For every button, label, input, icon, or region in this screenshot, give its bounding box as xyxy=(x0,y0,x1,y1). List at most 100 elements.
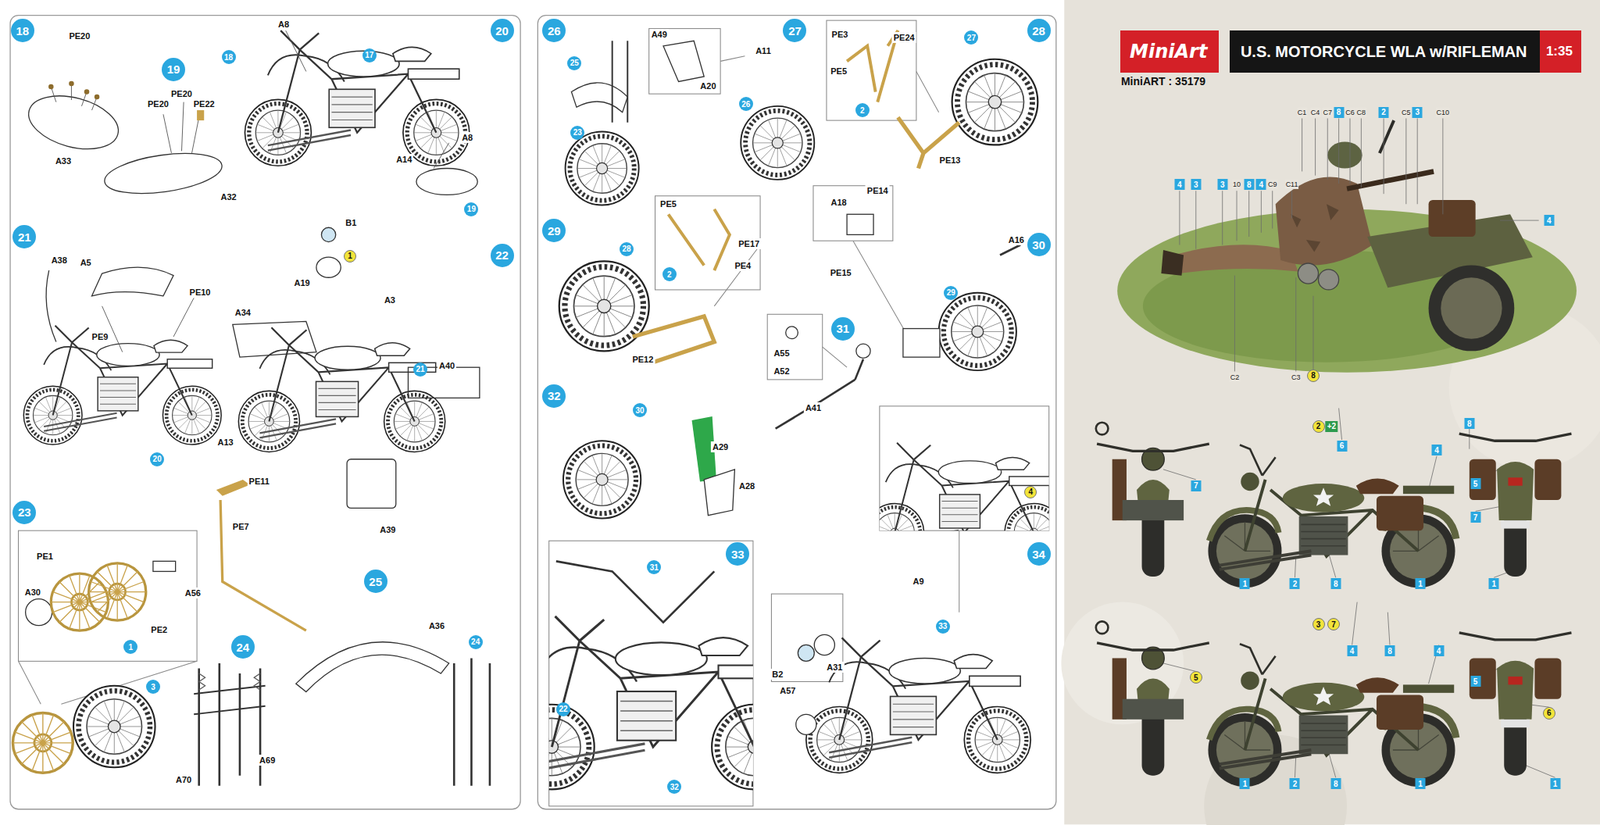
step-number: 34 xyxy=(1027,542,1051,566)
step-number: 21 xyxy=(17,230,32,244)
color-callout: 8 xyxy=(1333,107,1344,118)
part-label: A19 xyxy=(292,277,312,289)
note-callout: 2 xyxy=(1312,420,1325,433)
part-label: PE2 xyxy=(149,624,169,636)
color-callout: 8 xyxy=(1330,578,1341,590)
step-number: 29 xyxy=(542,218,566,243)
step-number: 22 xyxy=(495,248,509,262)
part-label: PE5 xyxy=(828,65,849,77)
subassembly-callout: 23 xyxy=(570,125,585,140)
step-number: 18 xyxy=(15,24,29,38)
color-callout: 5 xyxy=(1470,478,1481,490)
step-number: 32 xyxy=(542,384,566,408)
step-number: 30 xyxy=(1032,238,1046,252)
subassembly-callout: 25 xyxy=(567,56,582,71)
step-number: 23 xyxy=(12,500,36,525)
subassembly-callout: 17 xyxy=(362,48,377,63)
part-label: B1 xyxy=(343,217,358,229)
subassembly-callout: 30 xyxy=(632,403,647,418)
paint-code: C3 xyxy=(1290,372,1302,383)
color-callout: 3 xyxy=(1190,178,1201,190)
part-label: A3 xyxy=(382,294,397,306)
color-callout: 4 xyxy=(1543,214,1554,226)
step-number: 20 xyxy=(490,18,515,43)
part-label: PE9 xyxy=(90,331,111,343)
paint-code: C2 xyxy=(1229,372,1241,383)
subassembly-callout: 33 xyxy=(935,619,950,634)
color-callout: 7 xyxy=(1470,511,1481,523)
paint-code: C1 xyxy=(1296,107,1308,118)
color-callout: 3 xyxy=(1217,178,1228,190)
part-label: A55 xyxy=(771,347,791,359)
part-label: A39 xyxy=(378,524,397,536)
paint-code: C8 xyxy=(1356,107,1368,118)
subassembly-callout: 24 xyxy=(468,635,483,650)
paint-code: C11 xyxy=(1285,179,1300,190)
subassembly-callout: 31 xyxy=(646,560,661,575)
part-label: PE17 xyxy=(736,238,761,250)
subassembly-callout: 26 xyxy=(739,96,754,111)
part-label: A9 xyxy=(910,575,925,587)
part-label: A20 xyxy=(698,80,718,92)
part-label: A5 xyxy=(78,257,93,268)
step-number: 32 xyxy=(547,389,561,403)
part-label: A40 xyxy=(437,360,457,372)
heading-text: 1:35 xyxy=(1546,43,1573,60)
heading-text: MiniArt xyxy=(1129,40,1208,63)
note-callout: 7 xyxy=(1327,617,1340,631)
step-number: 26 xyxy=(542,18,566,43)
step-number: 23 xyxy=(17,505,32,519)
part-label: A69 xyxy=(257,754,277,766)
paint-code: C6 xyxy=(1344,107,1356,118)
part-label: A13 xyxy=(216,436,236,448)
subassembly-callout: 21 xyxy=(413,362,428,377)
subassembly-callout: 18 xyxy=(221,50,236,65)
heading-text: U.S. MOTORCYCLE WLA w/RIFLEMAN xyxy=(1240,42,1528,61)
part-label: PE24 xyxy=(892,32,917,43)
part-label: A8 xyxy=(460,132,475,143)
step-number: 26 xyxy=(547,24,561,38)
step-number: 31 xyxy=(836,321,850,336)
step-number: 18 xyxy=(10,18,35,43)
part-label: A34 xyxy=(233,307,253,318)
paint-code: C9 xyxy=(1267,179,1279,190)
part-label: A56 xyxy=(183,587,203,599)
part-label: A11 xyxy=(753,45,773,57)
part-label: PE10 xyxy=(188,286,213,298)
step-number: 27 xyxy=(788,24,802,38)
part-label: A14 xyxy=(394,153,414,165)
paint-code: C4 xyxy=(1310,107,1322,118)
subassembly-callout: 19 xyxy=(464,202,479,217)
color-callout: 4 xyxy=(1174,178,1185,190)
subassembly-callout: 1 xyxy=(123,639,138,654)
step-number: 24 xyxy=(236,640,250,654)
paint-code: C10 xyxy=(1435,107,1451,118)
note-callout: 8 xyxy=(1307,369,1320,383)
step-number: 21 xyxy=(12,225,36,249)
color-callout: 2 xyxy=(1378,107,1390,118)
color-callout: 6 xyxy=(1336,440,1347,452)
part-label: PE4 xyxy=(732,260,753,272)
note-callout: 4 xyxy=(1024,485,1037,499)
step-number: 19 xyxy=(167,62,181,76)
subassembly-callout: 2 xyxy=(855,103,870,118)
step-number: 27 xyxy=(782,18,807,43)
step-number: 29 xyxy=(547,224,561,238)
part-label: A18 xyxy=(829,196,849,208)
part-label: A16 xyxy=(1007,234,1026,246)
part-label: A41 xyxy=(803,402,823,414)
part-label: PE14 xyxy=(865,185,890,197)
color-callout: 1 xyxy=(1550,778,1561,790)
color-callout: 8 xyxy=(1384,645,1395,657)
step-number: 22 xyxy=(490,243,515,268)
part-label: A36 xyxy=(427,620,447,632)
part-label: PE20 xyxy=(67,30,92,42)
step-number: 25 xyxy=(364,569,388,593)
part-label: A57 xyxy=(778,685,797,697)
part-label: A31 xyxy=(825,661,844,673)
color-callout: 4 xyxy=(1256,178,1267,190)
subassembly-callout: 2 xyxy=(662,267,677,282)
color-callout: 8 xyxy=(1464,417,1475,429)
step-number: 28 xyxy=(1027,18,1051,43)
